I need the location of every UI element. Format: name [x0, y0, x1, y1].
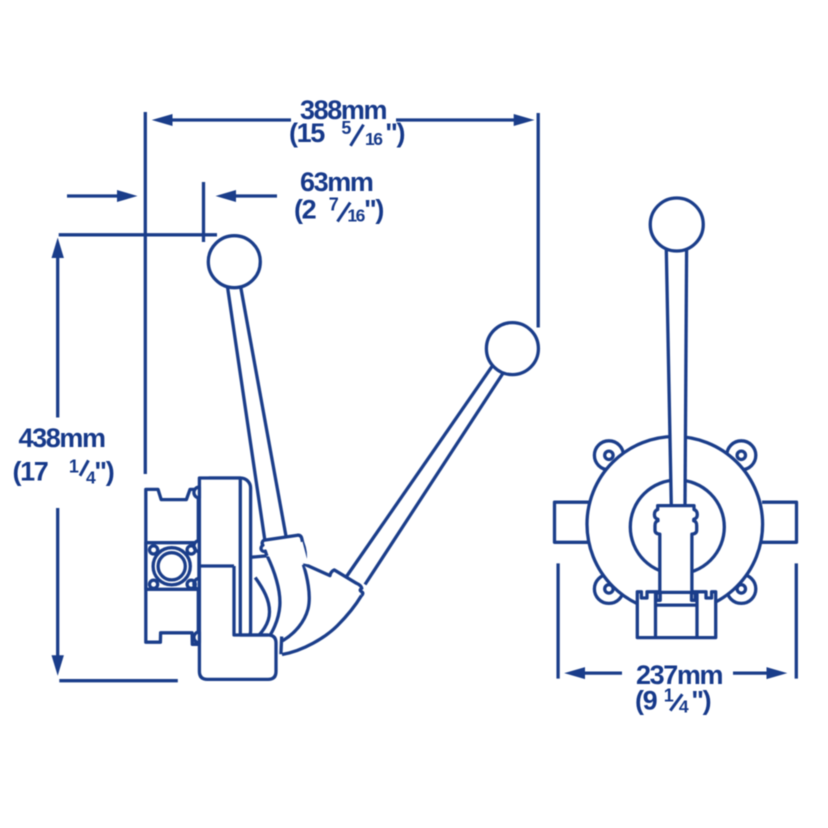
svg-text:388mm: 388mm [300, 95, 386, 125]
svg-text:237mm: 237mm [636, 660, 722, 690]
svg-text:63mm: 63mm [300, 167, 373, 197]
svg-text:(914"): (914") [635, 686, 711, 717]
svg-text:438mm: 438mm [19, 423, 105, 453]
